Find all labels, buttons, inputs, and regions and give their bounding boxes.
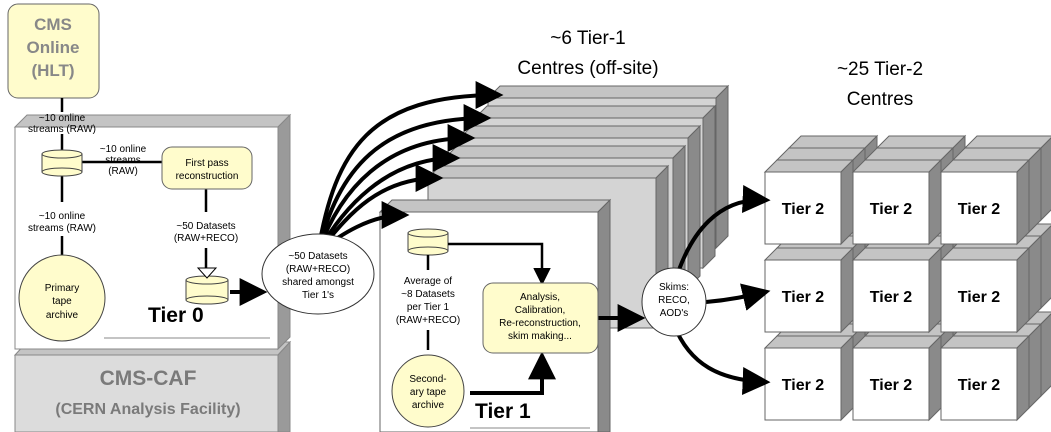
cms-online-box: CMS Online (HLT)	[7, 3, 100, 99]
tier2-box: Tier 2	[939, 158, 1031, 246]
skims-3: AOD's	[660, 308, 689, 319]
average-1: Average of	[404, 276, 452, 287]
first-pass-1: First pass	[185, 158, 228, 169]
tier2-box: Tier 2	[939, 334, 1031, 422]
primary-tape-archive: Primary tape archive	[18, 254, 106, 342]
tier2-heading-1: ~25 Tier-2	[837, 59, 923, 80]
cloud-skims: Skims: RECO, AOD's	[641, 267, 707, 337]
streams-left-1: ~10 online	[39, 211, 86, 222]
tier1-heading-2: Centres (off-site)	[517, 58, 658, 79]
cloud-2: (RAW+RECO)	[286, 264, 350, 275]
streams-top-2: streams (RAW)	[28, 124, 96, 135]
disk-icon-tier0-reco	[185, 275, 229, 305]
secondary-2: ary tape	[410, 387, 447, 398]
disk-icon-tier0-raw	[41, 149, 83, 177]
tier2-box: Tier 2	[851, 334, 943, 422]
tape-3: archive	[46, 310, 79, 321]
tier1-label: Tier 1	[475, 400, 531, 423]
tier2-label: Tier 2	[958, 289, 1001, 306]
caf-box: CMS-CAF (CERN Analysis Facility)	[13, 340, 292, 432]
average-2: ~8 Datasets	[401, 289, 455, 300]
first-pass-box: First pass reconstruction	[161, 146, 253, 190]
streams-mid-2: streams	[105, 155, 141, 166]
skims-arrows	[672, 185, 771, 395]
cloud-4: Tier 1's	[302, 290, 334, 301]
tier2-box: Tier 2	[939, 246, 1031, 334]
online-line3: (HLT)	[31, 61, 74, 80]
tier2-box: Tier 2	[851, 246, 943, 334]
streams-mid-1: ~10 online	[100, 144, 147, 155]
tier2-box: Tier 2	[763, 334, 855, 422]
tier1-heading-1: ~6 Tier-1	[550, 28, 626, 49]
caf-title: CMS-CAF	[100, 367, 197, 390]
streams-mid-3: (RAW)	[108, 166, 138, 177]
tier2-heading-2: Centres	[847, 89, 914, 110]
tier2-label: Tier 2	[870, 377, 913, 394]
tier2-label: Tier 2	[958, 201, 1001, 218]
tier2-label: Tier 2	[870, 289, 913, 306]
dataset-distribution-arrows	[316, 81, 504, 254]
skims-1: Skims:	[659, 282, 689, 293]
analysis-2: Calibration,	[515, 305, 566, 316]
disk-icon-tier1	[407, 228, 449, 256]
secondary-3: archive	[412, 400, 445, 411]
tape-2: tape	[52, 296, 72, 307]
tier2-label: Tier 2	[958, 377, 1001, 394]
analysis-4: skim making...	[508, 331, 572, 342]
tier2-label: Tier 2	[782, 201, 825, 218]
average-4: (RAW+RECO)	[396, 315, 460, 326]
online-line1: CMS	[34, 15, 72, 34]
tier2-label: Tier 2	[870, 201, 913, 218]
online-line2: Online	[27, 38, 80, 57]
arrow-down-icon	[196, 267, 218, 279]
tier2-grid: Tier 2 Tier 2 Tier 2 Tier 2 Tier 2 Tier 2 Tier…	[763, 134, 1051, 422]
cloud-1: ~50 Datasets	[288, 251, 347, 262]
cloud-datasets: ~50 Datasets (RAW+RECO) shared amongst T…	[261, 233, 375, 315]
analysis-1: Analysis,	[520, 292, 560, 303]
tape-1: Primary	[45, 283, 79, 294]
datasets-1: ~50 Datasets	[176, 221, 235, 232]
caf-subtitle: (CERN Analysis Facility)	[55, 401, 240, 418]
tier0-label: Tier 0	[148, 304, 204, 327]
tier0-connectors	[60, 98, 268, 306]
skims-2: RECO,	[658, 295, 690, 306]
datasets-2: (RAW+RECO)	[174, 233, 238, 244]
tier1-connectors	[426, 242, 646, 395]
tier2-label: Tier 2	[782, 289, 825, 306]
tier2-box: Tier 2	[851, 158, 943, 246]
first-pass-2: reconstruction	[176, 171, 239, 182]
analysis-box: Analysis, Calibration, Re-reconstruction…	[482, 282, 599, 354]
secondary-1: Second-	[409, 374, 446, 385]
streams-top-1: ~10 online	[39, 113, 86, 124]
tier2-box: Tier 2	[763, 158, 855, 246]
tier2-label: Tier 2	[782, 377, 825, 394]
secondary-tape-archive: Second- ary tape archive	[391, 354, 465, 428]
analysis-3: Re-reconstruction,	[499, 318, 581, 329]
streams-left-2: streams (RAW)	[28, 223, 96, 234]
tier2-box: Tier 2	[763, 246, 855, 334]
average-3: per Tier 1	[407, 302, 450, 313]
cloud-3: shared amongst	[282, 277, 354, 288]
